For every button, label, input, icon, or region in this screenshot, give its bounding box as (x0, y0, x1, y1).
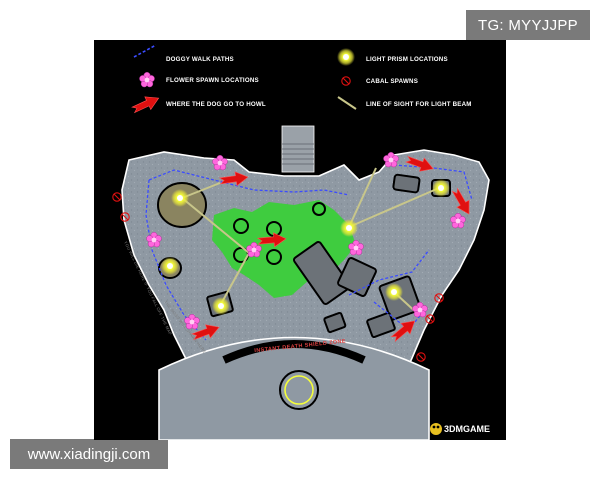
legend-label: WHERE THE DOG GO TO HOWL (166, 101, 266, 108)
beam-line-icon (337, 96, 357, 110)
site-watermark: www.xiadingji.com (10, 439, 168, 469)
logo-emblem-icon (430, 423, 442, 435)
legend-label: DOGGY WALK PATHS (166, 56, 234, 63)
legend-item-doggy-walk-paths: DOGGY WALK PATHS (133, 44, 234, 63)
dashed-line-icon (133, 44, 157, 58)
legend-item-light-prism: LIGHT PRISM LOCATIONS (337, 48, 448, 66)
logo-text: 3DMGAME (444, 424, 490, 434)
legend-label: CABAL SPAWNS (366, 78, 418, 85)
legend-label: FLOWER SPAWN LOCATIONS (166, 77, 259, 84)
glowing-orb-icon (337, 48, 355, 66)
stairs (281, 125, 315, 173)
center-ring (284, 375, 314, 405)
legend-label: LIGHT PRISM LOCATIONS (366, 56, 448, 63)
telegram-tag: TG: MYYJJPP (466, 10, 590, 40)
legend-item-dog-howl: WHERE THE DOG GO TO HOWL (130, 91, 266, 117)
legend-label: LINE OF SIGHT FOR LIGHT BEAM (366, 101, 472, 108)
map-image: DOGGY WALK PATHS FLOWER SPAWN LOCATIONS … (94, 40, 506, 440)
3dmgame-logo: 3DMGAME (430, 423, 490, 435)
legend: DOGGY WALK PATHS FLOWER SPAWN LOCATIONS … (130, 44, 472, 117)
lower-arena: INSTANT DEATH SHIELD ZONE (158, 336, 430, 440)
legend-item-cabal-spawns: CABAL SPAWNS (341, 76, 418, 86)
legend-item-light-beam: LINE OF SIGHT FOR LIGHT BEAM (337, 96, 472, 110)
legend-item-flower-spawn: FLOWER SPAWN LOCATIONS (139, 71, 259, 88)
